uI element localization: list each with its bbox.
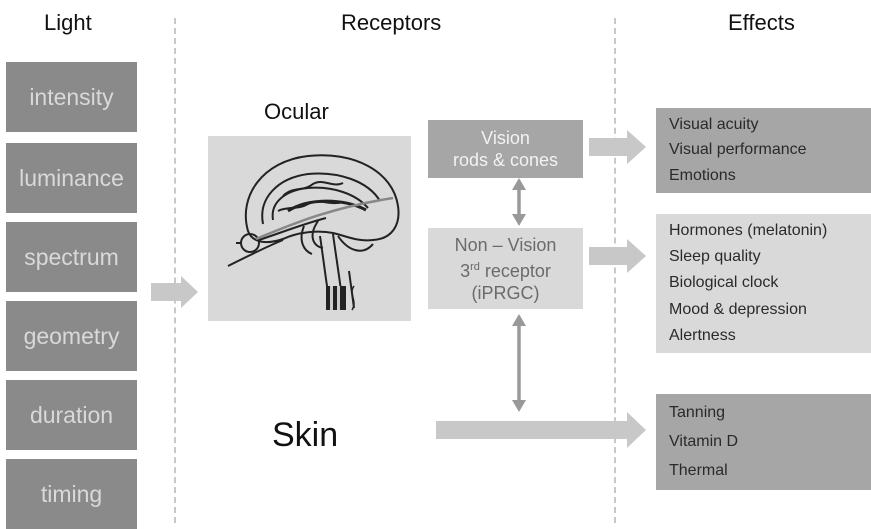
vision-receptor-detail: rods & cones (453, 149, 558, 171)
brain-illustration (208, 136, 411, 321)
brain-icon (208, 136, 411, 321)
nonvision-receptor-box: Non – Vision 3rd receptor (iPRGC) (428, 228, 583, 309)
effect-item: Hormones (melatonin) (669, 222, 871, 240)
vision-to-effects-arrow (589, 130, 646, 164)
effect-item: Visual acuity (669, 116, 871, 134)
effect-item: Sleep quality (669, 248, 871, 266)
effect-item: Mood & depression (669, 301, 871, 319)
nonvision-receptor-title: Non – Vision (455, 234, 557, 256)
nonvision-to-effects-arrow (589, 239, 646, 273)
effect-item: Emotions (669, 167, 871, 185)
vision-receptor-box: Vision rods & cones (428, 120, 583, 178)
effect-item: Tanning (669, 404, 871, 422)
vision-receptor-title: Vision (481, 127, 530, 149)
nonvision-receptor-name: (iPRGC) (472, 282, 540, 304)
nonvision-effects-box: Hormones (melatonin) Sleep quality Biolo… (656, 214, 871, 353)
skin-to-effects-arrow (436, 412, 646, 448)
effect-item: Biological clock (669, 274, 871, 292)
light-to-ocular-arrow (151, 276, 198, 308)
skin-effects-box: Tanning Vitamin D Thermal (656, 394, 871, 490)
effect-item: Vitamin D (669, 433, 871, 451)
effect-item: Thermal (669, 462, 871, 480)
ocular-label: Ocular (264, 99, 329, 125)
effect-item: Visual performance (669, 141, 871, 159)
nonvision-receptor-subtitle: 3rd receptor (460, 256, 551, 282)
vision-effects-box: Visual acuity Visual performance Emotion… (656, 108, 871, 193)
vision-nonvision-double-arrow (512, 178, 526, 226)
nonvision-skin-double-arrow (512, 314, 526, 412)
skin-label: Skin (272, 416, 338, 455)
effect-item: Alertness (669, 327, 871, 345)
